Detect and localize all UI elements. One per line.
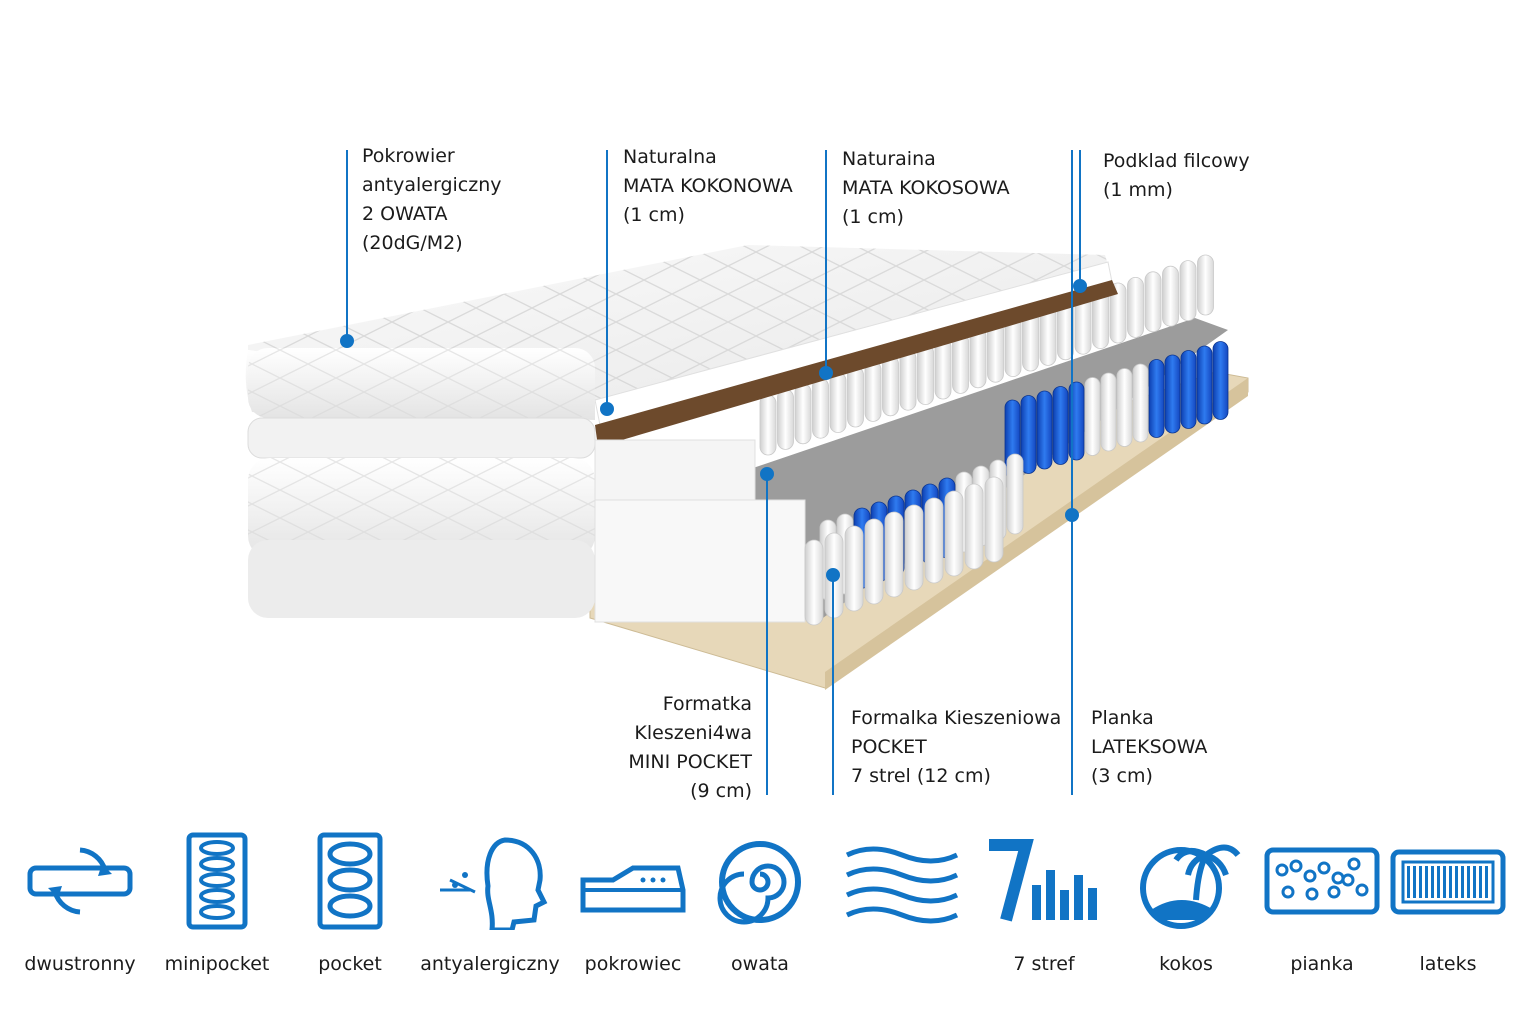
feature-label-antyalergiczny: antyalergiczny bbox=[420, 953, 560, 975]
feature-label-pokrowiec: pokrowiec bbox=[584, 953, 682, 975]
feature-label-minipocket: minipocket bbox=[164, 953, 270, 975]
mini-pocket-springs-front bbox=[804, 453, 1024, 626]
feature-label-dwustronny: dwustronny bbox=[24, 953, 136, 975]
waves-icon bbox=[842, 830, 962, 930]
minipocket-springs-icon bbox=[157, 830, 277, 930]
palm-island-icon bbox=[1126, 830, 1246, 930]
pocket-springs-icon bbox=[290, 830, 410, 930]
feature-label-kokos: kokos bbox=[1159, 953, 1213, 975]
feature-label-owata: owata bbox=[731, 953, 789, 975]
feature-label-lateks: lateks bbox=[1419, 953, 1477, 975]
foam-bubbles-icon bbox=[1262, 830, 1382, 930]
feature-label-pianka: pianka bbox=[1290, 953, 1354, 975]
antiallergic-face-icon bbox=[430, 830, 550, 933]
feature-label-7 stref: 7 stref bbox=[1013, 953, 1075, 975]
two-sided-arrows-icon bbox=[20, 830, 140, 930]
seven-zones-icon bbox=[984, 830, 1104, 930]
cover-top bbox=[245, 245, 1118, 623]
cover-layers-icon bbox=[573, 830, 693, 930]
callout-lines bbox=[340, 150, 1087, 795]
feature-label-pocket: pocket bbox=[318, 953, 382, 975]
wadding-spiral-icon bbox=[700, 830, 820, 930]
latex-block-icon bbox=[1388, 830, 1508, 930]
callout-felt-pad: Podklad filcowy(1 mm) bbox=[1103, 150, 1250, 201]
